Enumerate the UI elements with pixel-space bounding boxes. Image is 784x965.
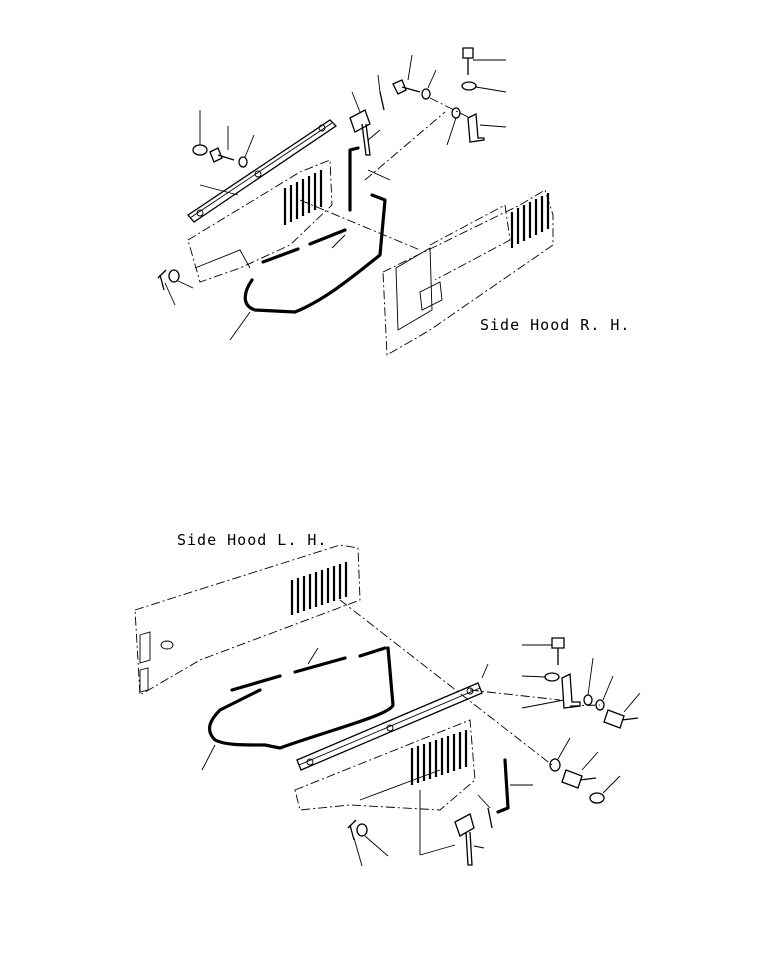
hardware-rh <box>157 47 507 341</box>
inner-panel-rh <box>187 159 333 283</box>
seal-strip-rh <box>243 146 387 314</box>
louver-inner-rh <box>283 170 323 225</box>
hardware-lh <box>201 599 641 867</box>
side-hood-lh-panel <box>134 544 361 696</box>
side-hood-rh-panel <box>382 189 554 356</box>
seal-strip-lh <box>207 646 510 814</box>
side-hood-lh-label: Side Hood L. H. <box>177 531 327 549</box>
bracket-rail-lh <box>296 682 483 771</box>
lower-assembly-lh: Side Hood L. H. <box>134 531 641 867</box>
louver-rh <box>510 193 550 248</box>
louver-lh <box>290 562 348 615</box>
louver-inner-lh <box>410 730 468 785</box>
bracket-rail-rh <box>187 119 338 223</box>
upper-assembly-rh: Side Hood R. H. <box>157 47 630 356</box>
inner-panel-lh <box>294 719 476 811</box>
side-hood-rh-label: Side Hood R. H. <box>480 316 630 334</box>
